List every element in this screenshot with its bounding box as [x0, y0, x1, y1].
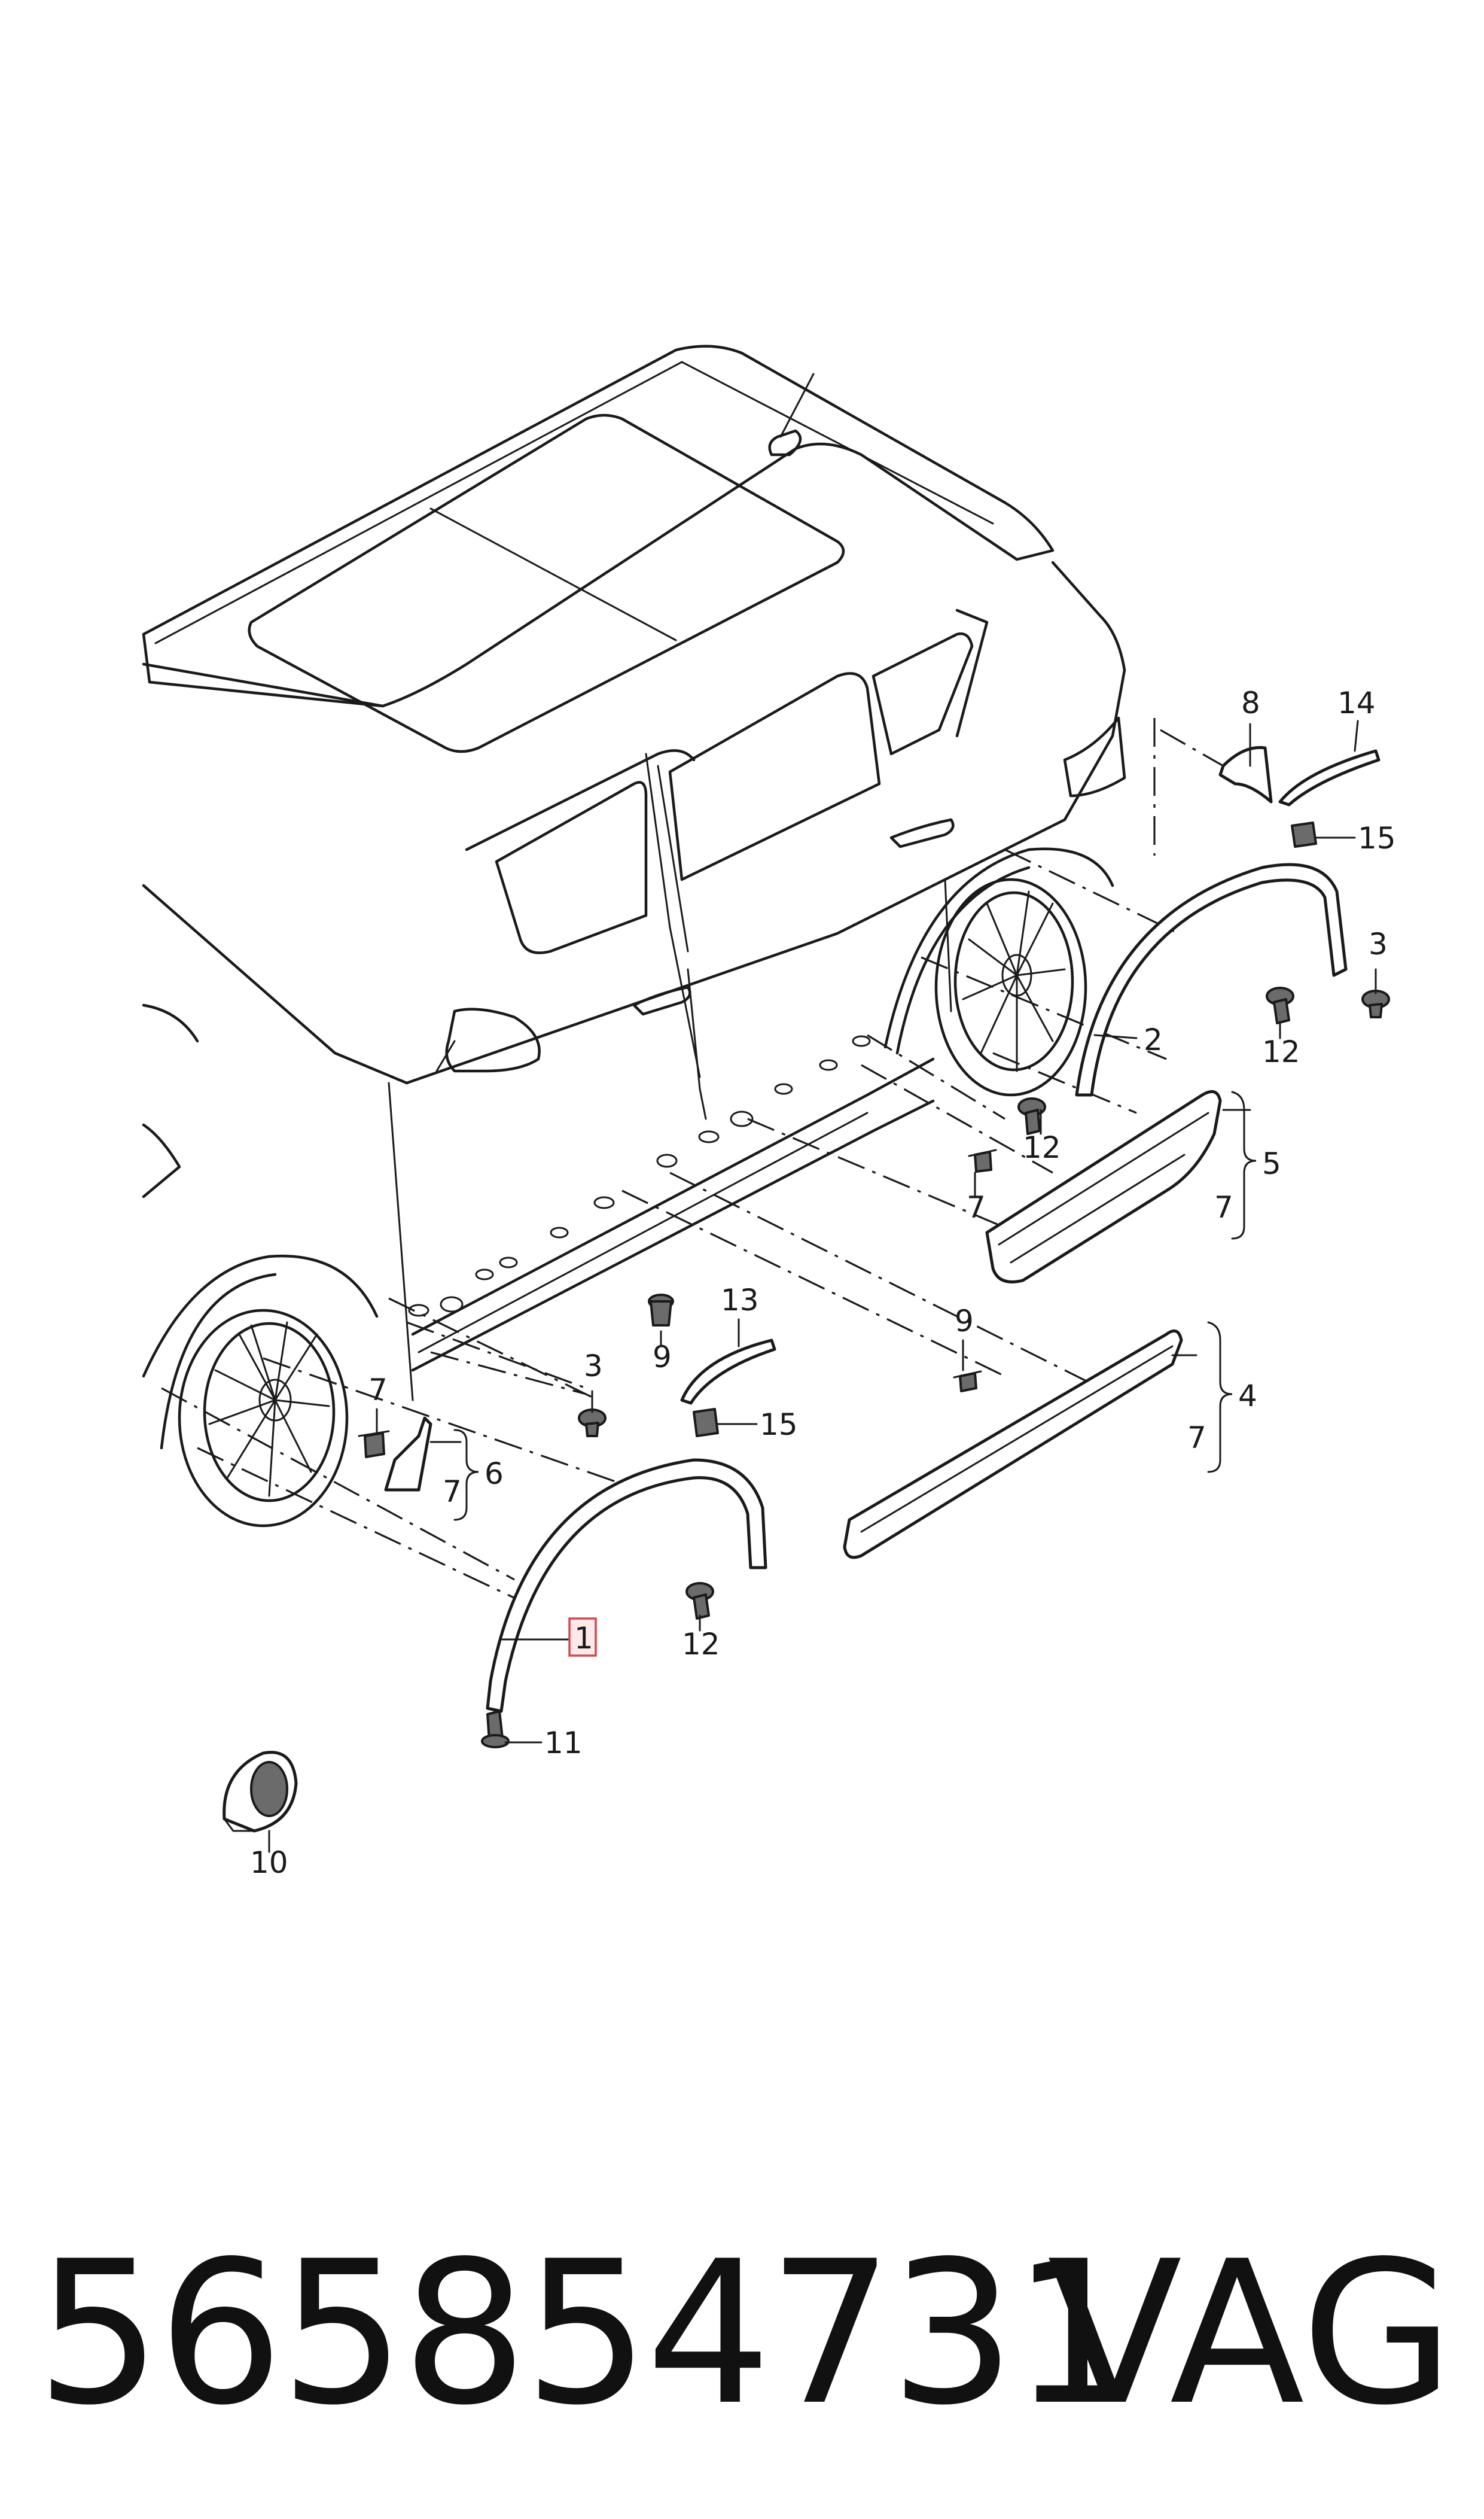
- callout-7-e[interactable]: 7: [1187, 1420, 1206, 1455]
- callout-14[interactable]: 14: [1337, 686, 1376, 720]
- callout-8[interactable]: 8: [1241, 686, 1260, 720]
- part-13-strip[interactable]: [680, 1338, 776, 1405]
- clip-7-b[interactable]: [968, 1149, 997, 1173]
- clip-9-b[interactable]: [953, 1370, 982, 1392]
- callout-3-front[interactable]: 3: [584, 1349, 603, 1383]
- sill-clip-holes: [408, 1035, 871, 1317]
- vehicle-outline: [142, 345, 1126, 1528]
- clip-15-b[interactable]: [1291, 822, 1317, 848]
- leader-lines: [161, 718, 1245, 1605]
- callout-7-b[interactable]: 7: [443, 1474, 462, 1509]
- screw-12-front[interactable]: [685, 1582, 714, 1620]
- part-2-rear-wheel-arch-trim[interactable]: [1075, 863, 1348, 1097]
- callout-11[interactable]: 11: [544, 1726, 583, 1760]
- part-8-cap[interactable]: [1218, 746, 1273, 804]
- clip-15-a[interactable]: [693, 1408, 719, 1437]
- callout-leaders: [268, 720, 1377, 1853]
- callout-15-b[interactable]: 15: [1358, 821, 1396, 856]
- callout-3-rear[interactable]: 3: [1369, 927, 1388, 962]
- callout-labels: 1 2 3 3 4 5 6 7 7 7 7 7 8 9 9 10 11 12 1…: [250, 686, 1396, 1880]
- rear-wheel: [934, 878, 1087, 1097]
- callout-10[interactable]: 10: [250, 1845, 288, 1880]
- part-14-strip[interactable]: [1278, 749, 1381, 807]
- screw-12-side[interactable]: [1017, 1097, 1046, 1135]
- part-1-front-wheel-arch-trim[interactable]: [486, 1458, 767, 1713]
- part-number: 565854731: [36, 2219, 1138, 2448]
- callout-2[interactable]: 2: [1144, 1023, 1163, 1057]
- callout-15-a[interactable]: 15: [760, 1407, 798, 1442]
- front-wheel: [178, 1309, 349, 1528]
- callout-6[interactable]: 6: [484, 1456, 504, 1491]
- clip-3-front[interactable]: [578, 1408, 607, 1437]
- exploded-view-drawing: 1 2 3 3 4 5 6 7 7 7 7 7 8 9 9 10 11 12 1…: [142, 345, 1396, 1880]
- callout-5[interactable]: 5: [1262, 1146, 1281, 1181]
- callout-9-a[interactable]: 9: [653, 1340, 672, 1374]
- callout-9-b[interactable]: 9: [955, 1304, 974, 1338]
- callout-4[interactable]: 4: [1238, 1379, 1257, 1413]
- callout-12-side[interactable]: 12: [1023, 1130, 1061, 1165]
- clip-3-rear[interactable]: [1361, 990, 1390, 1018]
- callout-13[interactable]: 13: [721, 1283, 759, 1318]
- callout-7-c[interactable]: 7: [967, 1190, 986, 1225]
- callout-7-a[interactable]: 7: [368, 1373, 388, 1407]
- callout-7-d[interactable]: 7: [1214, 1190, 1233, 1225]
- clip-7-a[interactable]: [358, 1430, 390, 1458]
- clip-9-a[interactable]: [648, 1294, 674, 1327]
- screw-12-rear[interactable]: [1266, 987, 1294, 1024]
- part-5-trim-strip[interactable]: [985, 1090, 1222, 1283]
- callout-12-rear[interactable]: 12: [1262, 1035, 1300, 1069]
- brand-label: VAG: [1047, 2219, 1454, 2448]
- callout-1[interactable]: 1: [574, 1621, 593, 1656]
- part-4-door-trim-strip[interactable]: [843, 1329, 1183, 1559]
- footer: 565854731 VAG: [0, 2214, 1484, 2453]
- screw-11[interactable]: [481, 1710, 510, 1748]
- callout-1-highlight: [568, 1617, 597, 1657]
- callout-12-front[interactable]: 12: [682, 1627, 720, 1662]
- part-10-tape-roll[interactable]: [223, 1751, 298, 1833]
- part-6-cover-piece[interactable]: [384, 1416, 432, 1492]
